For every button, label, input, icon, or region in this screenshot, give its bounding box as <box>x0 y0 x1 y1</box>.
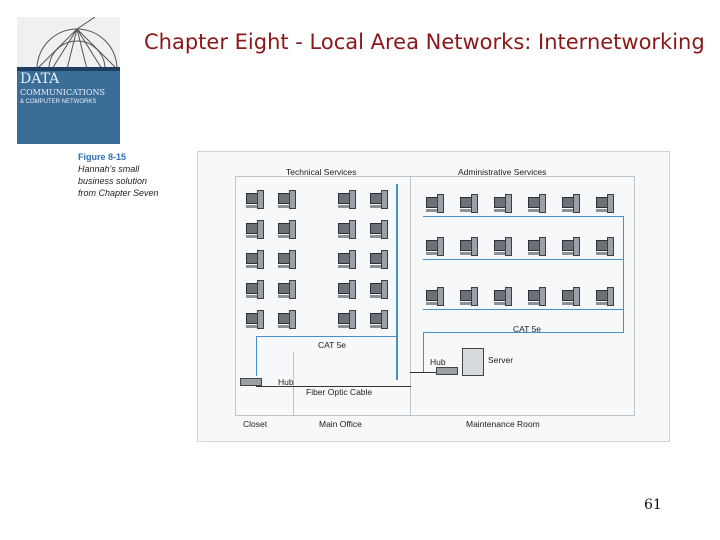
network-floor-plan-diagram: Technical Services Administrative Servic… <box>197 151 670 442</box>
workstation-icon <box>338 310 356 330</box>
workstation-icon <box>562 237 580 257</box>
workstation-icon <box>338 190 356 210</box>
workstation-icon <box>338 280 356 300</box>
label-maintenance-room: Maintenance Room <box>466 419 540 429</box>
fiber-optic-cable-line <box>256 386 411 387</box>
label-hub-right: Hub <box>430 357 446 367</box>
workstation-icon <box>528 237 546 257</box>
cover-title-communications: COMMUNICATIONS <box>20 88 105 97</box>
workstation-icon <box>562 194 580 214</box>
hub-closet-device <box>240 378 262 386</box>
cover-band <box>17 67 120 71</box>
hub-maintenance-device <box>436 367 458 375</box>
label-server: Server <box>488 355 514 365</box>
workstation-icon <box>278 190 296 210</box>
workstation-icon <box>338 220 356 240</box>
workstation-icon <box>246 190 264 210</box>
workstation-icon <box>562 287 580 307</box>
workstation-icon <box>528 287 546 307</box>
cable-technical-horizontal <box>256 336 398 337</box>
wall-top <box>235 176 635 177</box>
workstation-icon <box>246 280 264 300</box>
cable-admin-row-1 <box>423 216 623 217</box>
wall-closet <box>293 352 294 416</box>
wall-right <box>634 176 635 416</box>
cable-admin-trunk <box>623 216 624 333</box>
wall-middle <box>410 176 411 416</box>
caption-line-3: from Chapter Seven <box>78 188 159 198</box>
cable-admin-row-3 <box>423 309 623 310</box>
label-hub-left: Hub <box>278 377 294 387</box>
workstation-icon <box>460 237 478 257</box>
workstation-icon <box>246 310 264 330</box>
cover-photo <box>17 17 120 110</box>
server-icon <box>462 348 484 376</box>
wall-bottom <box>235 415 635 416</box>
fiber-link-to-hub <box>410 372 444 373</box>
label-cat5e-left: CAT 5e <box>318 340 347 350</box>
label-fiber-optic-cable: Fiber Optic Cable <box>306 387 373 397</box>
cable-technical-trunk <box>396 184 398 380</box>
workstation-icon <box>426 237 444 257</box>
workstation-icon <box>278 220 296 240</box>
book-cover-image: DATA COMMUNICATIONS & COMPUTER NETWORKS <box>17 17 120 144</box>
workstation-icon <box>494 287 512 307</box>
caption-line-2: business solution <box>78 176 148 186</box>
slide-title: Chapter Eight - Local Area Networks: Int… <box>144 30 705 54</box>
workstation-icon <box>460 287 478 307</box>
caption-line-1: Hannah's small <box>78 164 140 174</box>
label-closet: Closet <box>243 419 268 429</box>
workstation-icon <box>246 250 264 270</box>
satellite-dish-graphic <box>36 17 118 110</box>
cable-admin-drop <box>423 332 424 372</box>
workstation-icon <box>370 250 388 270</box>
workstation-icon <box>426 287 444 307</box>
workstation-icon <box>426 194 444 214</box>
figure-number: Figure 8-15 <box>78 152 127 162</box>
workstation-icon <box>370 310 388 330</box>
workstation-icon <box>596 237 614 257</box>
workstation-icon <box>596 194 614 214</box>
cover-title-data: DATA <box>20 71 60 87</box>
label-technical-services: Technical Services <box>286 167 357 177</box>
cover-title-networks: & COMPUTER NETWORKS <box>20 99 97 105</box>
cable-admin-horizontal <box>423 332 623 333</box>
workstation-icon <box>338 250 356 270</box>
workstation-icon <box>370 280 388 300</box>
workstation-icon <box>370 220 388 240</box>
figure-caption: Figure 8-15 Hannah's small business solu… <box>78 151 159 199</box>
cable-admin-row-2 <box>423 259 623 260</box>
workstation-icon <box>528 194 546 214</box>
wall-left <box>235 176 236 416</box>
workstation-icon <box>596 287 614 307</box>
workstation-icon <box>278 310 296 330</box>
workstation-icon <box>246 220 264 240</box>
workstation-icon <box>370 190 388 210</box>
page-number: 61 <box>644 497 662 513</box>
label-cat5e-right: CAT 5e <box>513 324 542 334</box>
workstation-icon <box>494 237 512 257</box>
cable-technical-drop <box>256 336 257 376</box>
label-administrative-services: Administrative Services <box>458 167 547 177</box>
label-main-office: Main Office <box>319 419 362 429</box>
workstation-icon <box>494 194 512 214</box>
workstation-icon <box>278 280 296 300</box>
workstation-icon <box>278 250 296 270</box>
workstation-icon <box>460 194 478 214</box>
